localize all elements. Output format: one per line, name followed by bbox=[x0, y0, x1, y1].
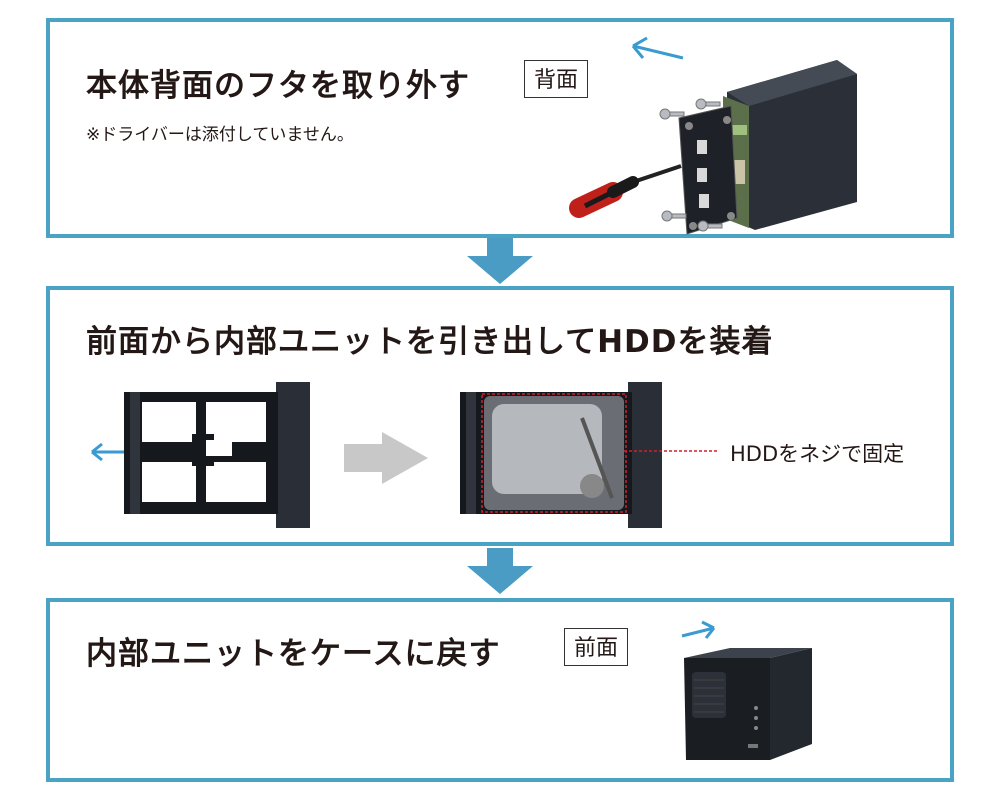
step-1-note: ※ドライバーは添付していません。 bbox=[86, 125, 354, 145]
step-1-title: 本体背面のフタを取り外す bbox=[86, 68, 470, 104]
callout-leader-line bbox=[624, 450, 718, 452]
flow-arrow-down-icon bbox=[467, 238, 533, 284]
step-2-panel: 前面から内部ユニットを引き出してHDDを装着 HDDをネジで固定 bbox=[46, 286, 954, 546]
screwdriver-icon bbox=[569, 164, 682, 218]
step-3-title: 内部ユニットをケースに戻す bbox=[86, 636, 501, 672]
hdd-fixing-callout: HDDをネジで固定 bbox=[730, 442, 905, 466]
rear-cover-plate bbox=[678, 105, 738, 235]
empty-drive-tray-illustration bbox=[91, 382, 310, 528]
hdd-outline bbox=[481, 393, 627, 513]
step-3-panel: 内部ユニットをケースに戻す 前面 bbox=[46, 598, 954, 782]
push-in-arrow-icon bbox=[681, 626, 715, 638]
step-2-title: 前面から内部ユニットを引き出してHDDを装着 bbox=[86, 324, 774, 360]
enclosure-front-illustration bbox=[681, 620, 812, 760]
rear-cover-removal-illustration bbox=[569, 36, 857, 235]
left-arrow-icon bbox=[632, 44, 684, 60]
tray-with-hdd-illustration bbox=[460, 382, 662, 528]
screw-icon bbox=[659, 98, 723, 232]
flow-arrow-down-icon bbox=[467, 548, 533, 594]
front-tag: 前面 bbox=[564, 628, 629, 666]
transition-arrow-icon bbox=[344, 432, 428, 484]
rear-tag: 背面 bbox=[524, 60, 589, 98]
step-1-panel: 本体背面のフタを取り外す ※ドライバーは添付していません。 背面 bbox=[46, 18, 954, 238]
